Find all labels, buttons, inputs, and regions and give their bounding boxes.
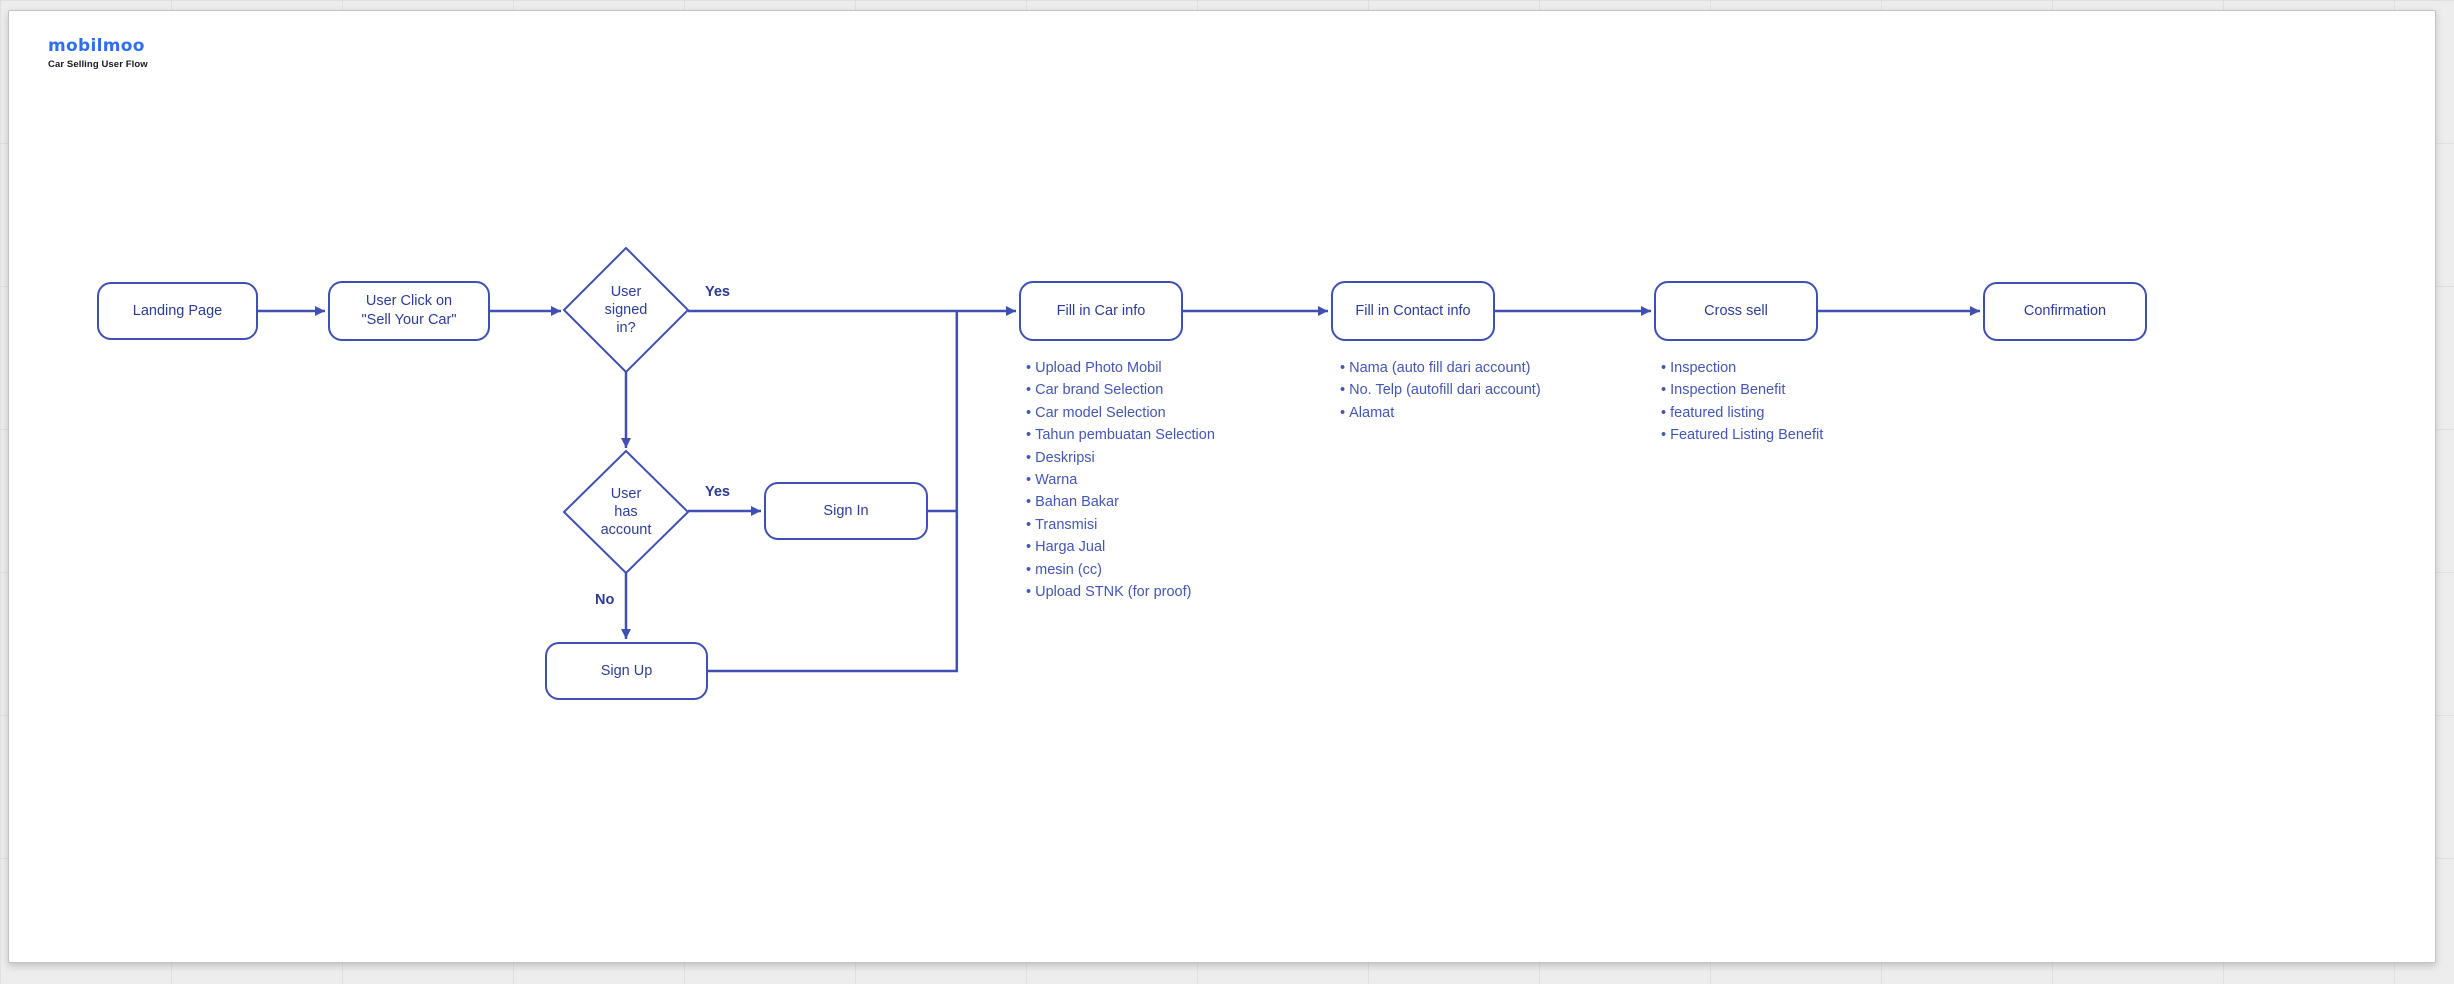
list-item: Inspection Benefit xyxy=(1661,379,1823,401)
node-landing-page[interactable]: Landing Page xyxy=(97,282,258,340)
car-info-list: Upload Photo MobilCar brand SelectionCar… xyxy=(1026,357,1215,603)
node-label: Fill in Contact info xyxy=(1355,302,1471,319)
list-item: Car brand Selection xyxy=(1026,379,1215,401)
list-item: Warna xyxy=(1026,469,1215,491)
list-item: Nama (auto fill dari account) xyxy=(1340,357,1541,379)
connector-signup-to-mainflow xyxy=(708,312,959,673)
edge-label-yes-has-account: Yes xyxy=(705,484,730,500)
node-fill-in-car-info[interactable]: Fill in Car info xyxy=(1019,281,1183,341)
list-item: Tahun pembuatan Selection xyxy=(1026,424,1215,446)
edge-label-no-has-account: No xyxy=(595,592,615,608)
page-title: Car Selling User Flow xyxy=(48,59,148,70)
node-sign-up[interactable]: Sign Up xyxy=(545,642,708,700)
cross-sell-list: InspectionInspection Benefitfeatured lis… xyxy=(1661,357,1823,447)
node-label: Confirmation xyxy=(2023,303,2107,320)
node-user-click-sell-your-car[interactable]: User Click on "Sell Your Car" xyxy=(328,281,490,341)
list-item: Upload Photo Mobil xyxy=(1026,357,1215,379)
list-item: Bahan Bakar xyxy=(1026,491,1215,513)
node-fill-in-contact-info[interactable]: Fill in Contact info xyxy=(1331,281,1495,341)
decision-user-has-account-shape[interactable] xyxy=(562,449,690,575)
node-label: Sign In xyxy=(823,502,869,519)
node-label: Landing Page xyxy=(132,302,223,319)
list-item: Upload STNK (for proof) xyxy=(1026,581,1215,603)
list-item: Deskripsi xyxy=(1026,447,1215,469)
list-item: Transmisi xyxy=(1026,514,1215,536)
node-label: Cross sell xyxy=(1704,302,1768,319)
decision-user-signed-in-shape[interactable] xyxy=(562,246,690,374)
list-item: featured listing xyxy=(1661,402,1823,424)
mobilmoo-logo: mobilmoo xyxy=(48,36,145,56)
node-confirmation[interactable]: Confirmation xyxy=(1983,282,2147,341)
list-item: Featured Listing Benefit xyxy=(1661,424,1823,446)
list-item: Inspection xyxy=(1661,357,1823,379)
list-item: No. Telp (autofill dari account) xyxy=(1340,379,1541,401)
node-sign-in[interactable]: Sign In xyxy=(764,482,928,540)
node-label: User Click on "Sell Your Car" xyxy=(361,293,457,328)
artboard xyxy=(8,10,2436,963)
node-label: Fill in Car info xyxy=(1056,302,1146,319)
list-item: Harga Jual xyxy=(1026,536,1215,558)
list-item: mesin (cc) xyxy=(1026,559,1215,581)
list-item: Car model Selection xyxy=(1026,402,1215,424)
node-cross-sell[interactable]: Cross sell xyxy=(1654,281,1818,341)
contact-info-list: Nama (auto fill dari account)No. Telp (a… xyxy=(1340,357,1541,424)
node-label: Sign Up xyxy=(600,662,653,679)
list-item: Alamat xyxy=(1340,402,1541,424)
edge-label-yes-signed-in: Yes xyxy=(705,284,730,300)
